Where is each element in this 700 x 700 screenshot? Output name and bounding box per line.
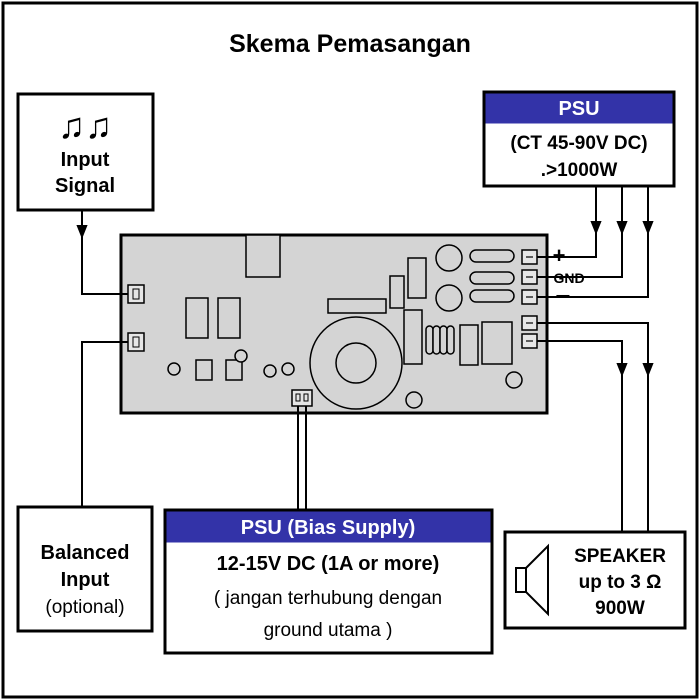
balanced-input-line1: Balanced xyxy=(41,542,130,564)
speaker-line2: up to 3 Ω xyxy=(579,572,662,593)
psu-main-header xyxy=(485,93,673,124)
speaker-line3: 900W xyxy=(595,598,645,619)
input-connector xyxy=(127,284,145,304)
input-signal-box: ♫♫ Input Signal xyxy=(16,92,155,212)
psu-main-title: PSU xyxy=(558,98,599,120)
balanced-input-box: Balanced Input (optional) xyxy=(16,505,154,633)
psu-bias-line3: ground utama ) xyxy=(264,620,393,641)
psu-bias-line1: 12-15V DC (1A or more) xyxy=(217,553,440,575)
amplifier-board xyxy=(119,233,549,415)
psu-bias-title: PSU (Bias Supply) xyxy=(241,517,415,539)
label-gnd: GND xyxy=(553,270,584,286)
wires xyxy=(76,186,654,532)
psu-main-box: PSU (CT 45-90V DC) .>1000W xyxy=(482,90,676,188)
psu-bias-header xyxy=(166,511,491,543)
psu-main-line1: (CT 45-90V DC) xyxy=(510,133,647,154)
input-signal-line1: Input xyxy=(61,149,110,171)
balanced-input-line3: (optional) xyxy=(45,597,124,618)
input-signal-line2: Signal xyxy=(55,175,115,197)
psu-bias-line2: ( jangan terhubung dengan xyxy=(214,588,442,609)
label-plus: + xyxy=(553,243,566,268)
psu-bias-box: PSU (Bias Supply) 12-15V DC (1A or more)… xyxy=(163,508,494,655)
speaker-line1: SPEAKER xyxy=(574,546,666,567)
bias-connector xyxy=(291,389,313,407)
speaker-icon xyxy=(515,543,549,617)
music-notes-icon: ♫♫ xyxy=(58,105,112,146)
balanced-connector xyxy=(127,332,145,352)
psu-main-line2: .>1000W xyxy=(541,160,618,181)
speaker-box: SPEAKER up to 3 Ω 900W xyxy=(503,530,687,630)
diagram-title: Skema Pemasangan xyxy=(229,30,471,58)
balanced-input-line2: Input xyxy=(61,569,110,591)
label-minus: − xyxy=(555,281,570,311)
